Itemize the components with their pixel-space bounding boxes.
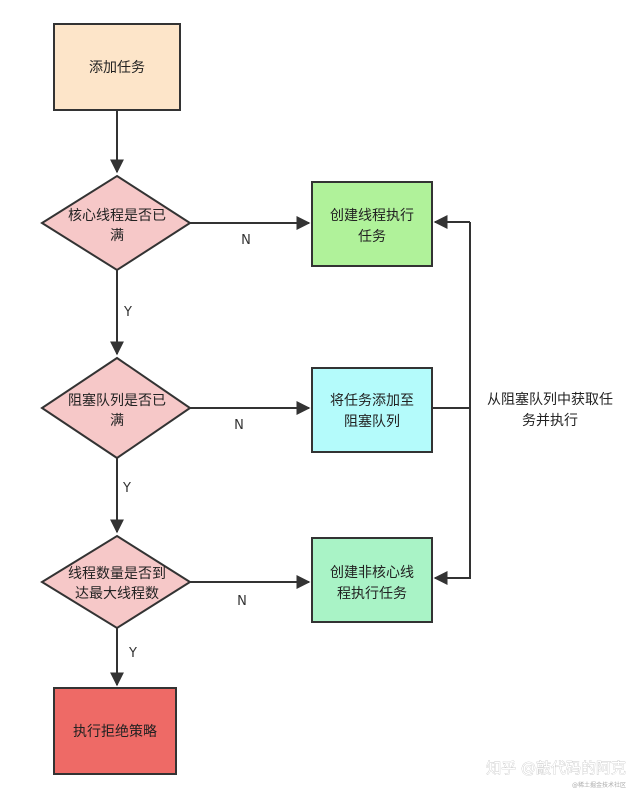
loop-line bbox=[435, 222, 471, 579]
label-n3: N bbox=[237, 594, 247, 609]
zhihu-watermark: 知乎 @敲代码的阿克 bbox=[486, 759, 626, 777]
create-noncore-box bbox=[311, 537, 433, 623]
loop-label-bg bbox=[472, 386, 628, 432]
label-n2: N bbox=[234, 418, 244, 433]
max-threads-label-2: 达最大线程数 bbox=[75, 586, 159, 602]
reject-label: 执行拒绝策略 bbox=[73, 723, 157, 740]
label-n1: N bbox=[241, 233, 251, 248]
add-queue-label-1: 将任务添加至 bbox=[330, 393, 414, 409]
create-noncore-label-1: 创建非核心线 bbox=[330, 565, 414, 581]
loop-label-2: 务并执行 bbox=[522, 413, 578, 429]
reject-box bbox=[53, 687, 177, 775]
create-core-box bbox=[311, 181, 433, 267]
juejin-watermark: @稀土掘金技术社区 bbox=[572, 781, 626, 789]
core-full-label-2: 满 bbox=[110, 228, 124, 244]
label-y3: Y bbox=[128, 646, 137, 661]
add-queue-box bbox=[311, 367, 433, 453]
core-full-label-1: 核心线程是否已 bbox=[68, 208, 166, 224]
add-queue-label-2: 阻塞队列 bbox=[344, 413, 400, 430]
create-core-label-1: 创建线程执行 bbox=[330, 208, 414, 224]
create-core-label-2: 任务 bbox=[358, 229, 386, 245]
queue-full-label-2: 满 bbox=[110, 413, 124, 429]
add-task-box bbox=[53, 23, 181, 111]
label-y1: Y bbox=[123, 305, 132, 320]
loop-label-1: 从阻塞队列中获取任 bbox=[487, 391, 613, 408]
add-task-label: 添加任务 bbox=[89, 60, 145, 76]
create-noncore-label-2: 程执行任务 bbox=[337, 586, 407, 602]
max-threads-decision bbox=[40, 534, 192, 630]
label-y2: Y bbox=[122, 481, 131, 496]
max-threads-label-1: 线程数量是否到 bbox=[68, 566, 166, 582]
queue-full-label-1: 阻塞队列是否已 bbox=[68, 392, 166, 409]
